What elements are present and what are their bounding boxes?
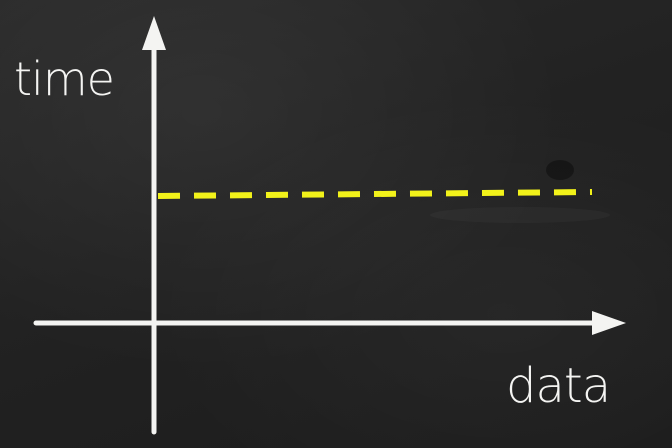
constant-time-line — [157, 189, 593, 199]
y-axis-arrowhead — [142, 16, 166, 50]
x-axis-arrowhead — [592, 311, 626, 335]
y-axis-label: time — [14, 52, 115, 106]
chalk-smudge — [546, 160, 574, 180]
x-axis-label: data — [506, 358, 611, 414]
chalk-smudge — [430, 207, 610, 223]
